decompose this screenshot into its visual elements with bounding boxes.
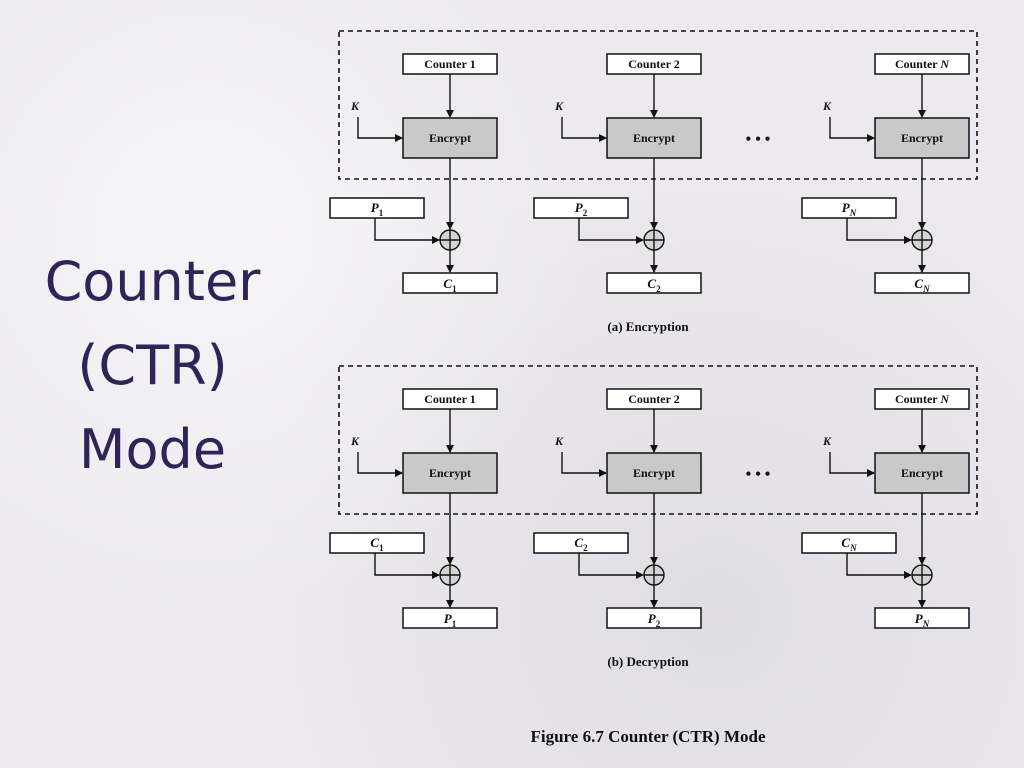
slide-title-line-1: Counter bbox=[44, 250, 261, 313]
encrypt-label: Encrypt bbox=[901, 466, 943, 480]
input-box bbox=[533, 532, 629, 554]
column-2: Counter 2 Encrypt K bbox=[533, 53, 702, 294]
key-arrow bbox=[561, 117, 607, 142]
input-arrow bbox=[846, 218, 912, 244]
input-arrow bbox=[374, 218, 440, 244]
panel-caption: (b) Decryption bbox=[607, 654, 689, 669]
output-box bbox=[402, 607, 498, 629]
input-label: P1 bbox=[371, 200, 384, 218]
encrypt-label: Encrypt bbox=[901, 131, 943, 145]
input-box bbox=[329, 197, 425, 219]
input-label: P2 bbox=[575, 200, 588, 218]
key-arrow bbox=[357, 117, 403, 142]
counter-label: Counter 1 bbox=[424, 392, 475, 406]
encrypt-label: Encrypt bbox=[633, 131, 675, 145]
column-1: Counter 1 Encrypt K bbox=[329, 388, 498, 629]
encrypt-label: Encrypt bbox=[429, 131, 471, 145]
encrypt-box bbox=[606, 117, 702, 159]
output-label: CN bbox=[914, 276, 930, 294]
slide-title: Counter (CTR) Mode bbox=[20, 240, 285, 492]
counter-label: Counter N bbox=[895, 57, 950, 71]
key-arrow bbox=[829, 117, 875, 142]
counter-label: Counter 1 bbox=[424, 57, 475, 71]
dashed-enclosure bbox=[338, 30, 978, 180]
ellipsis: • • • bbox=[746, 131, 771, 148]
input-arrow bbox=[578, 553, 644, 579]
input-label: C1 bbox=[370, 535, 384, 553]
panel-caption: (a) Encryption bbox=[607, 319, 689, 334]
input-box bbox=[533, 197, 629, 219]
slide-title-line-3: Mode bbox=[78, 418, 227, 481]
input-arrow bbox=[846, 553, 912, 579]
slide-title-line-2: (CTR) bbox=[77, 334, 228, 397]
key-label: K bbox=[822, 99, 832, 113]
column-2: Counter 2 Encrypt K bbox=[533, 388, 702, 629]
output-box bbox=[874, 607, 970, 629]
output-label: C2 bbox=[647, 276, 661, 294]
output-label: P2 bbox=[648, 611, 661, 629]
input-box bbox=[801, 197, 897, 219]
key-arrow bbox=[561, 452, 607, 477]
input-label: C2 bbox=[574, 535, 588, 553]
output-box bbox=[402, 272, 498, 294]
key-label: K bbox=[350, 99, 360, 113]
input-arrow bbox=[374, 553, 440, 579]
column-1: Counter 1 Encrypt K bbox=[329, 53, 498, 294]
column-3: Counter N Encrypt K bbox=[801, 53, 970, 294]
key-label: K bbox=[822, 434, 832, 448]
input-box bbox=[801, 532, 897, 554]
input-arrow bbox=[578, 218, 644, 244]
key-label: K bbox=[554, 434, 564, 448]
counter-label: Counter 2 bbox=[628, 392, 679, 406]
figure-caption: Figure 6.7 Counter (CTR) Mode bbox=[531, 727, 766, 746]
output-box bbox=[606, 607, 702, 629]
key-arrow bbox=[829, 452, 875, 477]
encrypt-box bbox=[402, 452, 498, 494]
input-label: PN bbox=[842, 200, 857, 218]
output-label: PN bbox=[915, 611, 930, 629]
key-label: K bbox=[350, 434, 360, 448]
counter-label: Counter N bbox=[895, 392, 950, 406]
key-arrow bbox=[357, 452, 403, 477]
output-label: P1 bbox=[444, 611, 457, 629]
column-3: Counter N Encrypt K bbox=[801, 388, 970, 629]
counter-label: Counter 2 bbox=[628, 57, 679, 71]
output-label: C1 bbox=[443, 276, 457, 294]
output-box bbox=[874, 272, 970, 294]
encrypt-box bbox=[874, 117, 970, 159]
dashed-enclosure bbox=[338, 365, 978, 515]
ellipsis: • • • bbox=[746, 466, 771, 483]
key-label: K bbox=[554, 99, 564, 113]
input-label: CN bbox=[841, 535, 857, 553]
encrypt-label: Encrypt bbox=[429, 466, 471, 480]
encrypt-label: Encrypt bbox=[633, 466, 675, 480]
input-box bbox=[329, 532, 425, 554]
output-box bbox=[606, 272, 702, 294]
